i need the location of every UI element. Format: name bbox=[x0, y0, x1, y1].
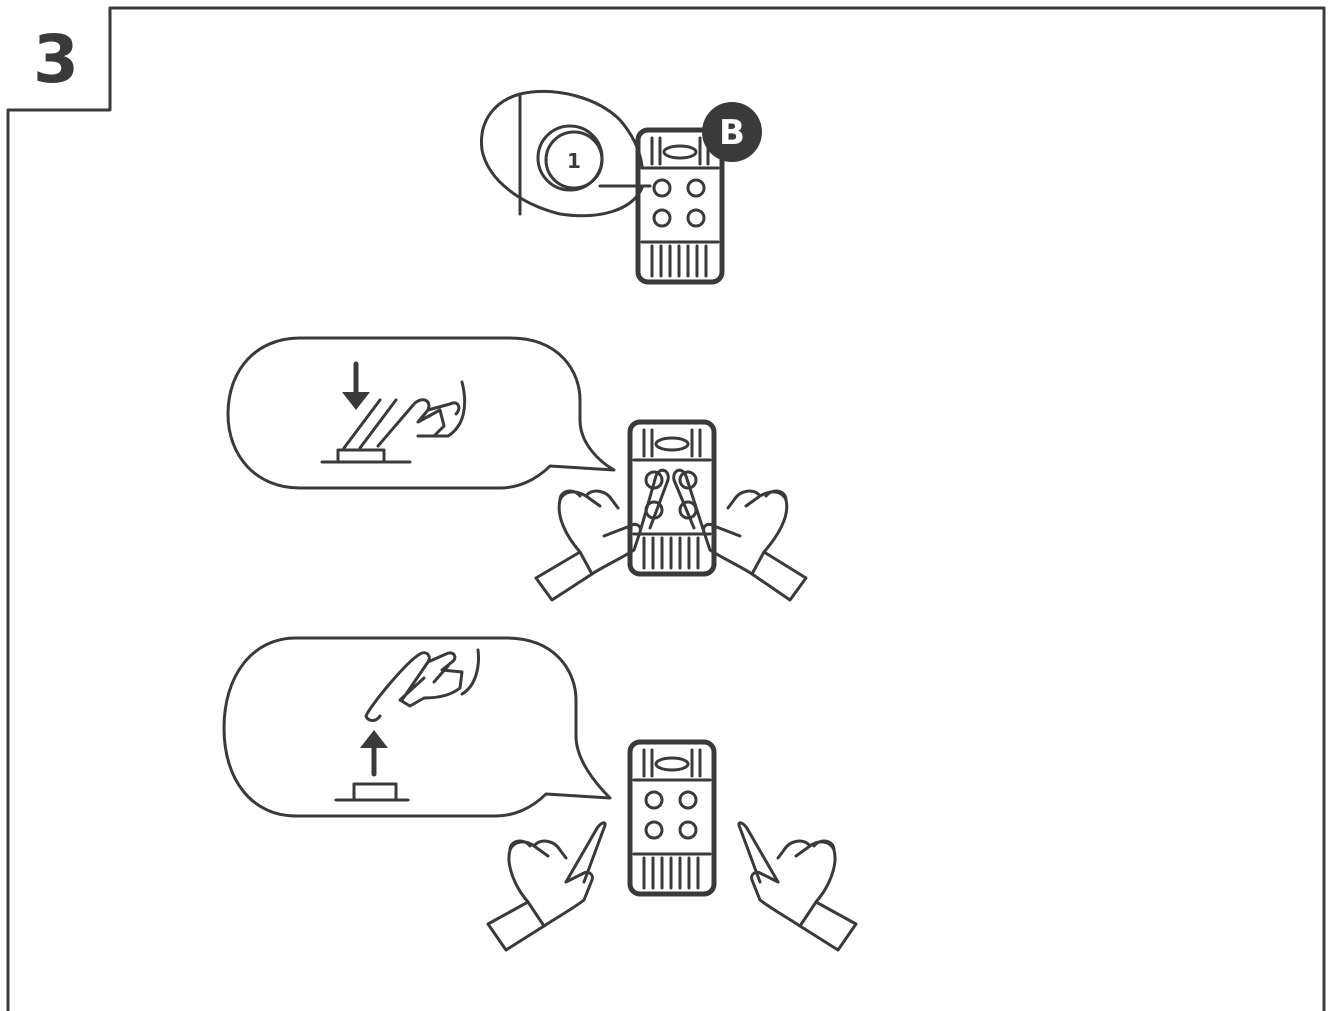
frame-border bbox=[6, 6, 1326, 1011]
button-release-icon bbox=[334, 782, 410, 802]
button-number-label: 1 bbox=[567, 149, 581, 173]
remote-icon bbox=[630, 742, 714, 894]
right-hand-icon bbox=[672, 468, 808, 602]
right-hand-icon bbox=[737, 821, 858, 952]
finger-icon bbox=[364, 648, 480, 722]
panel-1-identify-button: 1 B bbox=[480, 90, 762, 282]
left-hand-icon bbox=[486, 821, 607, 952]
remote-badge bbox=[702, 102, 762, 162]
step-number: 3 bbox=[33, 21, 79, 98]
speech-bubble-icon bbox=[226, 336, 616, 490]
left-hand-icon bbox=[534, 468, 670, 602]
magnifier-icon: 1 bbox=[480, 90, 652, 218]
speech-bubble-icon bbox=[222, 636, 612, 818]
panel-2-press-buttons bbox=[226, 336, 808, 602]
remote-badge-label: B bbox=[719, 113, 745, 153]
button-press-icon bbox=[320, 398, 412, 464]
remote-icon bbox=[630, 422, 714, 574]
press-down-arrow-icon bbox=[342, 361, 370, 410]
finger-icon bbox=[376, 380, 467, 448]
panel-3-release-buttons bbox=[222, 636, 858, 952]
remote-icon bbox=[638, 130, 722, 282]
release-up-arrow-icon bbox=[360, 730, 388, 777]
